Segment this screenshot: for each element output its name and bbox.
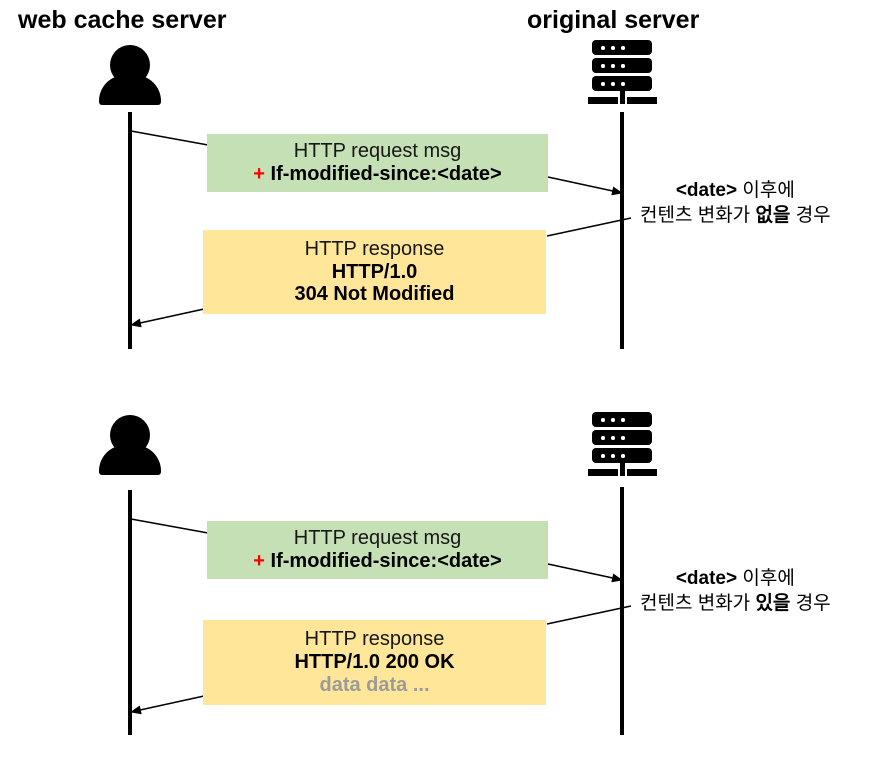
request-line-2: + If-modified-since:<date> [253, 550, 501, 573]
server-rack-bar-1 [592, 412, 652, 427]
if-modified-since-header: If-modified-since:<date> [270, 163, 502, 185]
server-base-center-icon [620, 469, 625, 476]
person-body-icon [99, 445, 161, 475]
annotation-line-1: <date> 이후에 [640, 566, 831, 591]
annotation-not-modified: <date> 이후에 컨텐츠 변화가 없을 경우 [640, 178, 831, 229]
lifeline-original-server-1 [620, 112, 624, 349]
server-base-right-icon [627, 469, 657, 476]
annotation-line-2: 컨텐츠 변화가 있을 경우 [640, 591, 831, 616]
column-title-web-cache-server: web cache server [18, 6, 227, 34]
response-message-box[interactable]: HTTP response HTTP/1.0 200 OK data data … [203, 620, 546, 705]
server-rack-icon [586, 40, 658, 108]
annotation-date-token: <date> [675, 568, 738, 589]
server-base-left-icon [588, 469, 618, 476]
person-icon [99, 45, 161, 105]
annotation-date-token: <date> [675, 180, 738, 201]
request-message-box[interactable]: HTTP request msg + If-modified-since:<da… [207, 521, 548, 579]
annotation-line-1-rest: 이후에 [737, 568, 795, 589]
response-line-2: HTTP/1.0 200 OK [294, 651, 455, 674]
annotation-line-1-rest: 이후에 [737, 180, 795, 201]
response-line-3: 304 Not Modified [294, 283, 455, 306]
annotation-line-2-bold: 있을 [755, 593, 791, 615]
annotation-line-2-pre: 컨텐츠 변화가 [640, 205, 756, 227]
server-rack-bar-3 [592, 76, 652, 91]
server-rack-bar-2 [592, 58, 652, 73]
annotation-line-2-bold: 없을 [755, 205, 791, 227]
server-base-right-icon [627, 97, 657, 104]
server-base-left-icon [588, 97, 618, 104]
server-stem-icon [620, 90, 625, 100]
response-line-2: HTTP/1.0 [331, 260, 418, 283]
person-body-icon [99, 75, 161, 105]
person-icon [99, 415, 161, 475]
server-rack-bar-3 [592, 448, 652, 463]
lifeline-original-server-2 [620, 487, 624, 735]
request-line-2: + If-modified-since:<date> [253, 163, 501, 186]
response-line-3: data data ... [319, 673, 430, 696]
if-modified-since-header: If-modified-since:<date> [270, 550, 502, 572]
annotation-line-1: <date> 이후에 [640, 178, 831, 203]
server-rack-icon [586, 412, 658, 480]
server-base-center-icon [620, 97, 625, 104]
request-line-1: HTTP request msg [293, 527, 462, 550]
lifeline-web-cache-server-1 [128, 112, 132, 349]
server-rack-bar-2 [592, 430, 652, 445]
annotation-line-2: 컨텐츠 변화가 없을 경우 [640, 203, 831, 228]
response-line-1: HTTP response [304, 237, 445, 260]
request-line-1: HTTP request msg [293, 140, 462, 163]
request-message-box[interactable]: HTTP request msg + If-modified-since:<da… [207, 134, 548, 192]
annotation-line-2-pre: 컨텐츠 변화가 [640, 593, 756, 615]
annotation-line-2-post: 경우 [790, 205, 831, 227]
plus-marker: + [253, 163, 265, 185]
server-rack-bar-1 [592, 40, 652, 55]
server-stem-icon [620, 462, 625, 472]
response-line-1: HTTP response [304, 628, 445, 651]
plus-marker: + [253, 550, 265, 572]
column-title-original-server: original server [527, 6, 700, 34]
annotation-modified: <date> 이후에 컨텐츠 변화가 있을 경우 [640, 566, 831, 617]
annotation-line-2-post: 경우 [790, 593, 831, 615]
lifeline-web-cache-server-2 [128, 490, 132, 735]
response-message-box[interactable]: HTTP response HTTP/1.0 304 Not Modified [203, 230, 546, 314]
